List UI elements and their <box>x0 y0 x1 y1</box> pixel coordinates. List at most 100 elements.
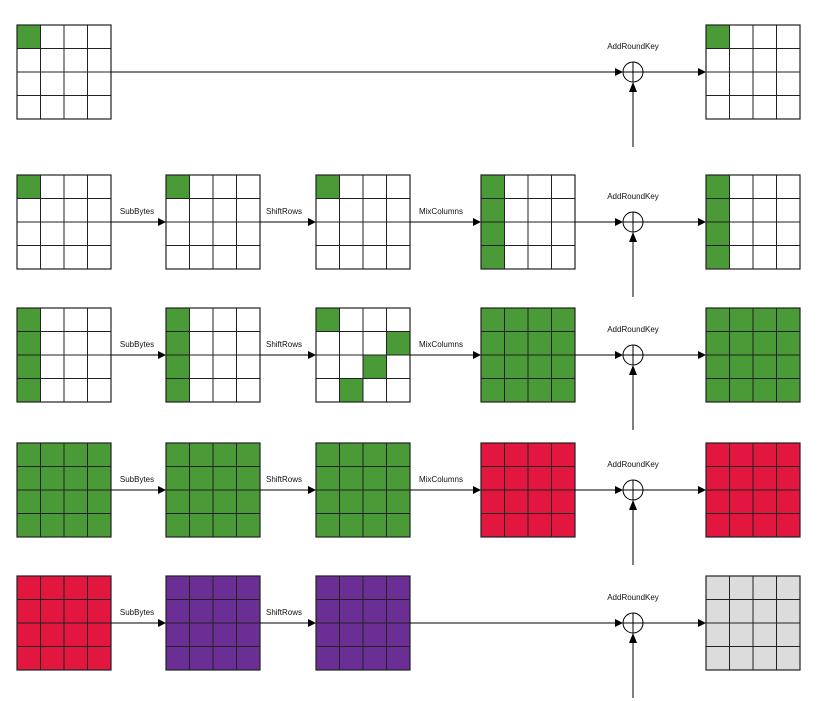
row-5-block-1-cell-1-3 <box>87 599 111 623</box>
row-3-block-5-cell-1-0 <box>706 331 730 355</box>
row-2-block-5-cell-2-2 <box>753 222 777 246</box>
row-2-block-2-cell-1-2 <box>213 198 237 222</box>
row-3-block-4-cell-1-0 <box>481 331 505 355</box>
row-3-block-4-cell-3-3 <box>551 378 575 402</box>
row-4-block-3-cell-2-0 <box>316 490 340 514</box>
row-4-block-4-cell-3-1 <box>504 513 528 537</box>
row-4-block-5-cell-3-3 <box>776 513 800 537</box>
row-4-arrow-3-head <box>473 486 481 494</box>
row-4-block-3-cell-1-3 <box>386 466 410 490</box>
row-3-block-1-cell-1-0 <box>17 331 41 355</box>
row-3-block-1-cell-0-1 <box>40 308 64 332</box>
row-1-block-1-cell-2-0 <box>17 72 41 96</box>
row-2-label-2: ShiftRows <box>266 207 302 216</box>
row-3-block-2-cell-0-0 <box>166 308 190 332</box>
row-3-block-3-cell-1-2 <box>363 331 387 355</box>
row-1-block-5-cell-3-3 <box>776 95 800 119</box>
row-4-addroundkey-output-head <box>698 486 706 494</box>
row-2-block-1-cell-0-0 <box>17 175 41 199</box>
row-4-block-3-cell-3-2 <box>363 513 387 537</box>
row-3-block-5-cell-2-0 <box>706 355 730 379</box>
row-2-block-4-cell-2-2 <box>528 222 552 246</box>
row-3-block-1-cell-1-1 <box>40 331 64 355</box>
row-4-block-3-cell-3-3 <box>386 513 410 537</box>
row-2-block-1-cell-1-0 <box>17 198 41 222</box>
row-4-block-4 <box>480 442 576 538</box>
row-5-block-2-cell-1-0 <box>166 599 190 623</box>
row-3-block-3-cell-2-2 <box>363 355 387 379</box>
row-5-block-3-cell-3-3 <box>386 646 410 670</box>
row-3-block-1-cell-2-0 <box>17 355 41 379</box>
row-3-arrow-2-head <box>308 351 316 359</box>
row-5-arrow-2-head <box>308 619 316 627</box>
row-5-block-5-cell-0-3 <box>776 576 800 600</box>
row-4-block-1 <box>16 442 112 538</box>
row-3-block-2-cell-2-3 <box>236 355 260 379</box>
row-2-block-1-cell-2-0 <box>17 222 41 246</box>
row-3-block-3-cell-3-2 <box>363 378 387 402</box>
row-4-block-1-cell-3-3 <box>87 513 111 537</box>
row-4-block-2 <box>165 442 261 538</box>
row-1-block-1-cell-0-0 <box>17 25 41 49</box>
row-2-block-3-cell-0-2 <box>363 175 387 199</box>
row-2-block-3-cell-3-3 <box>386 245 410 269</box>
row-1-block-1-cell-2-2 <box>64 72 88 96</box>
row-4-block-2-cell-0-3 <box>236 443 260 467</box>
row-2-block-3-cell-0-0 <box>316 175 340 199</box>
row-2-block-3 <box>315 174 411 270</box>
row-3-block-3-cell-0-0 <box>316 308 340 332</box>
row-1-block-5-cell-2-3 <box>776 72 800 96</box>
row-5-block-5-cell-2-2 <box>753 623 777 647</box>
row-4-block-1-cell-2-3 <box>87 490 111 514</box>
row-1-block-5-cell-0-3 <box>776 25 800 49</box>
row-2-block-4-cell-0-3 <box>551 175 575 199</box>
row-4-block-3-cell-0-3 <box>386 443 410 467</box>
row-2-to-addroundkey-head <box>615 218 623 226</box>
row-3-block-5-cell-3-3 <box>776 378 800 402</box>
row-3-block-3-cell-1-1 <box>339 331 363 355</box>
row-4-block-5-cell-2-2 <box>753 490 777 514</box>
row-3-block-5-cell-2-1 <box>729 355 753 379</box>
row-3-block-2-cell-3-3 <box>236 378 260 402</box>
row-5-block-2-cell-0-0 <box>166 576 190 600</box>
row-4-block-2-cell-1-1 <box>189 466 213 490</box>
row-4-block-1-cell-2-1 <box>40 490 64 514</box>
row-5-block-5-cell-1-2 <box>753 599 777 623</box>
row-4-block-4-cell-0-0 <box>481 443 505 467</box>
row-4-block-4-cell-3-2 <box>528 513 552 537</box>
row-1-block-5-cell-2-1 <box>729 72 753 96</box>
row-4-block-4-cell-1-0 <box>481 466 505 490</box>
row-5-block-5-cell-2-3 <box>776 623 800 647</box>
row-2-block-1-cell-2-1 <box>40 222 64 246</box>
row-1-block-1-cell-2-3 <box>87 72 111 96</box>
row-5-block-1-cell-0-2 <box>64 576 88 600</box>
row-2-block-1 <box>16 174 112 270</box>
row-3-block-3-cell-0-1 <box>339 308 363 332</box>
row-5-block-1-cell-3-0 <box>17 646 41 670</box>
row-3-block-3-cell-2-0 <box>316 355 340 379</box>
row-2-block-1-cell-2-2 <box>64 222 88 246</box>
row-3-block-5-cell-0-0 <box>706 308 730 332</box>
row-3-block-4-cell-2-3 <box>551 355 575 379</box>
row-2-block-3-cell-1-0 <box>316 198 340 222</box>
row-1-block-5-cell-2-0 <box>706 72 730 96</box>
row-3-block-5-cell-1-3 <box>776 331 800 355</box>
row-3-block-5-cell-1-1 <box>729 331 753 355</box>
row-1-block-5-cell-0-2 <box>753 25 777 49</box>
row-3-block-5-cell-0-3 <box>776 308 800 332</box>
row-2-block-1-cell-3-3 <box>87 245 111 269</box>
row-3-block-2-cell-2-2 <box>213 355 237 379</box>
row-2-block-3-cell-0-3 <box>386 175 410 199</box>
row-1-block-1-cell-3-1 <box>40 95 64 119</box>
row-3-block-4-cell-2-2 <box>528 355 552 379</box>
row-3-block-1-cell-2-3 <box>87 355 111 379</box>
row-4-block-1-cell-3-0 <box>17 513 41 537</box>
row-4-block-4-cell-1-3 <box>551 466 575 490</box>
row-4-block-2-cell-1-0 <box>166 466 190 490</box>
row-4-block-5-cell-2-1 <box>729 490 753 514</box>
row-5-block-2-cell-1-3 <box>236 599 260 623</box>
row-5-block-2-cell-2-2 <box>213 623 237 647</box>
row-3-block-1-cell-3-2 <box>64 378 88 402</box>
row-3-block-2-cell-0-3 <box>236 308 260 332</box>
